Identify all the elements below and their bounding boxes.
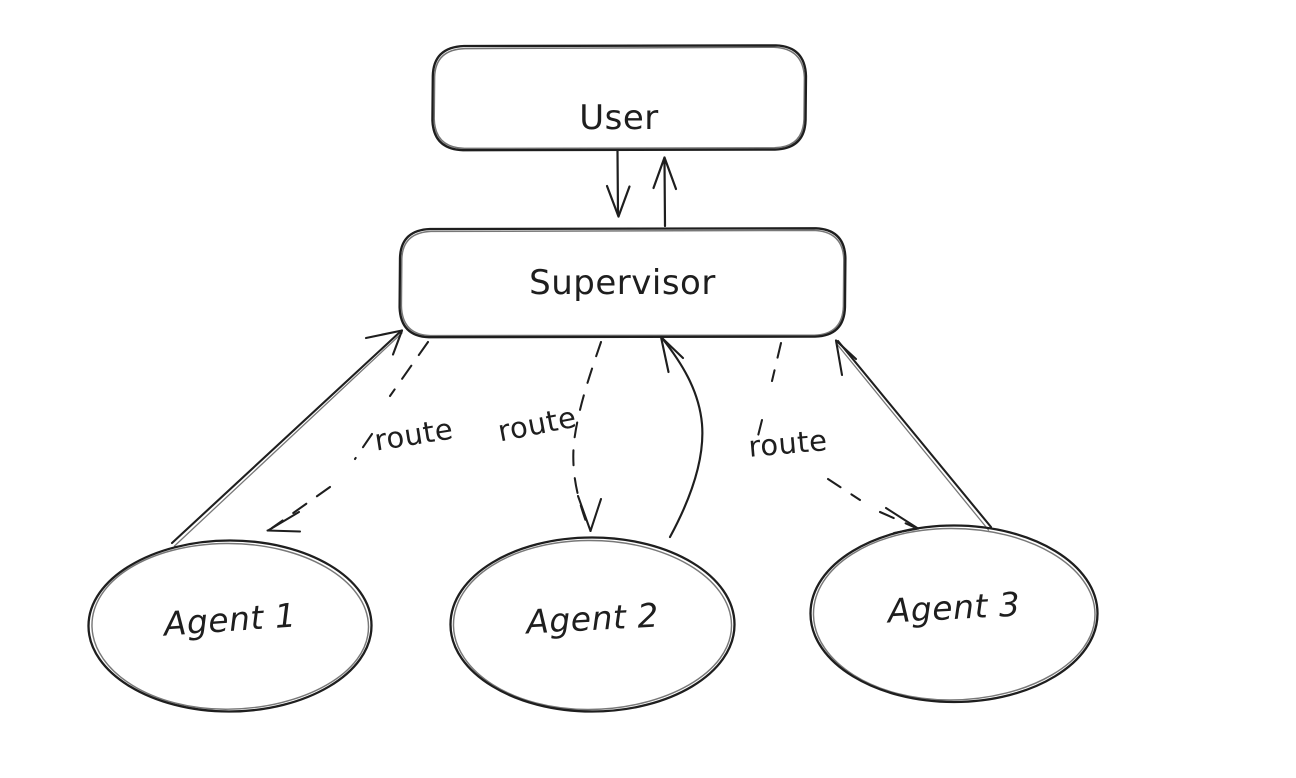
node-user-shape[interactable]: [431, 44, 808, 152]
edge-supervisor-to-agent2[interactable]: [572, 340, 603, 533]
node-label-supervisor: Supervisor: [529, 263, 716, 303]
node-label-user: User: [579, 98, 659, 138]
edge-supervisor-to-agent3[interactable]: [754, 341, 920, 535]
edge-agent3-to-supervisor[interactable]: [834, 339, 993, 531]
edge-agent1-to-supervisor[interactable]: [170, 329, 404, 547]
edge-supervisor-to-user[interactable]: [652, 156, 678, 228]
node-supervisor-shape[interactable]: [398, 227, 847, 339]
edge-label-route-3: route: [747, 423, 829, 464]
node-agent3-shape[interactable]: [809, 524, 1099, 704]
edge-agent2-to-supervisor[interactable]: [659, 335, 704, 539]
edge-supervisor-to-agent1[interactable]: [266, 340, 430, 533]
node-agent2-shape[interactable]: [449, 536, 736, 713]
node-agent1-shape[interactable]: [87, 539, 373, 713]
edge-user-to-supervisor[interactable]: [605, 149, 631, 218]
